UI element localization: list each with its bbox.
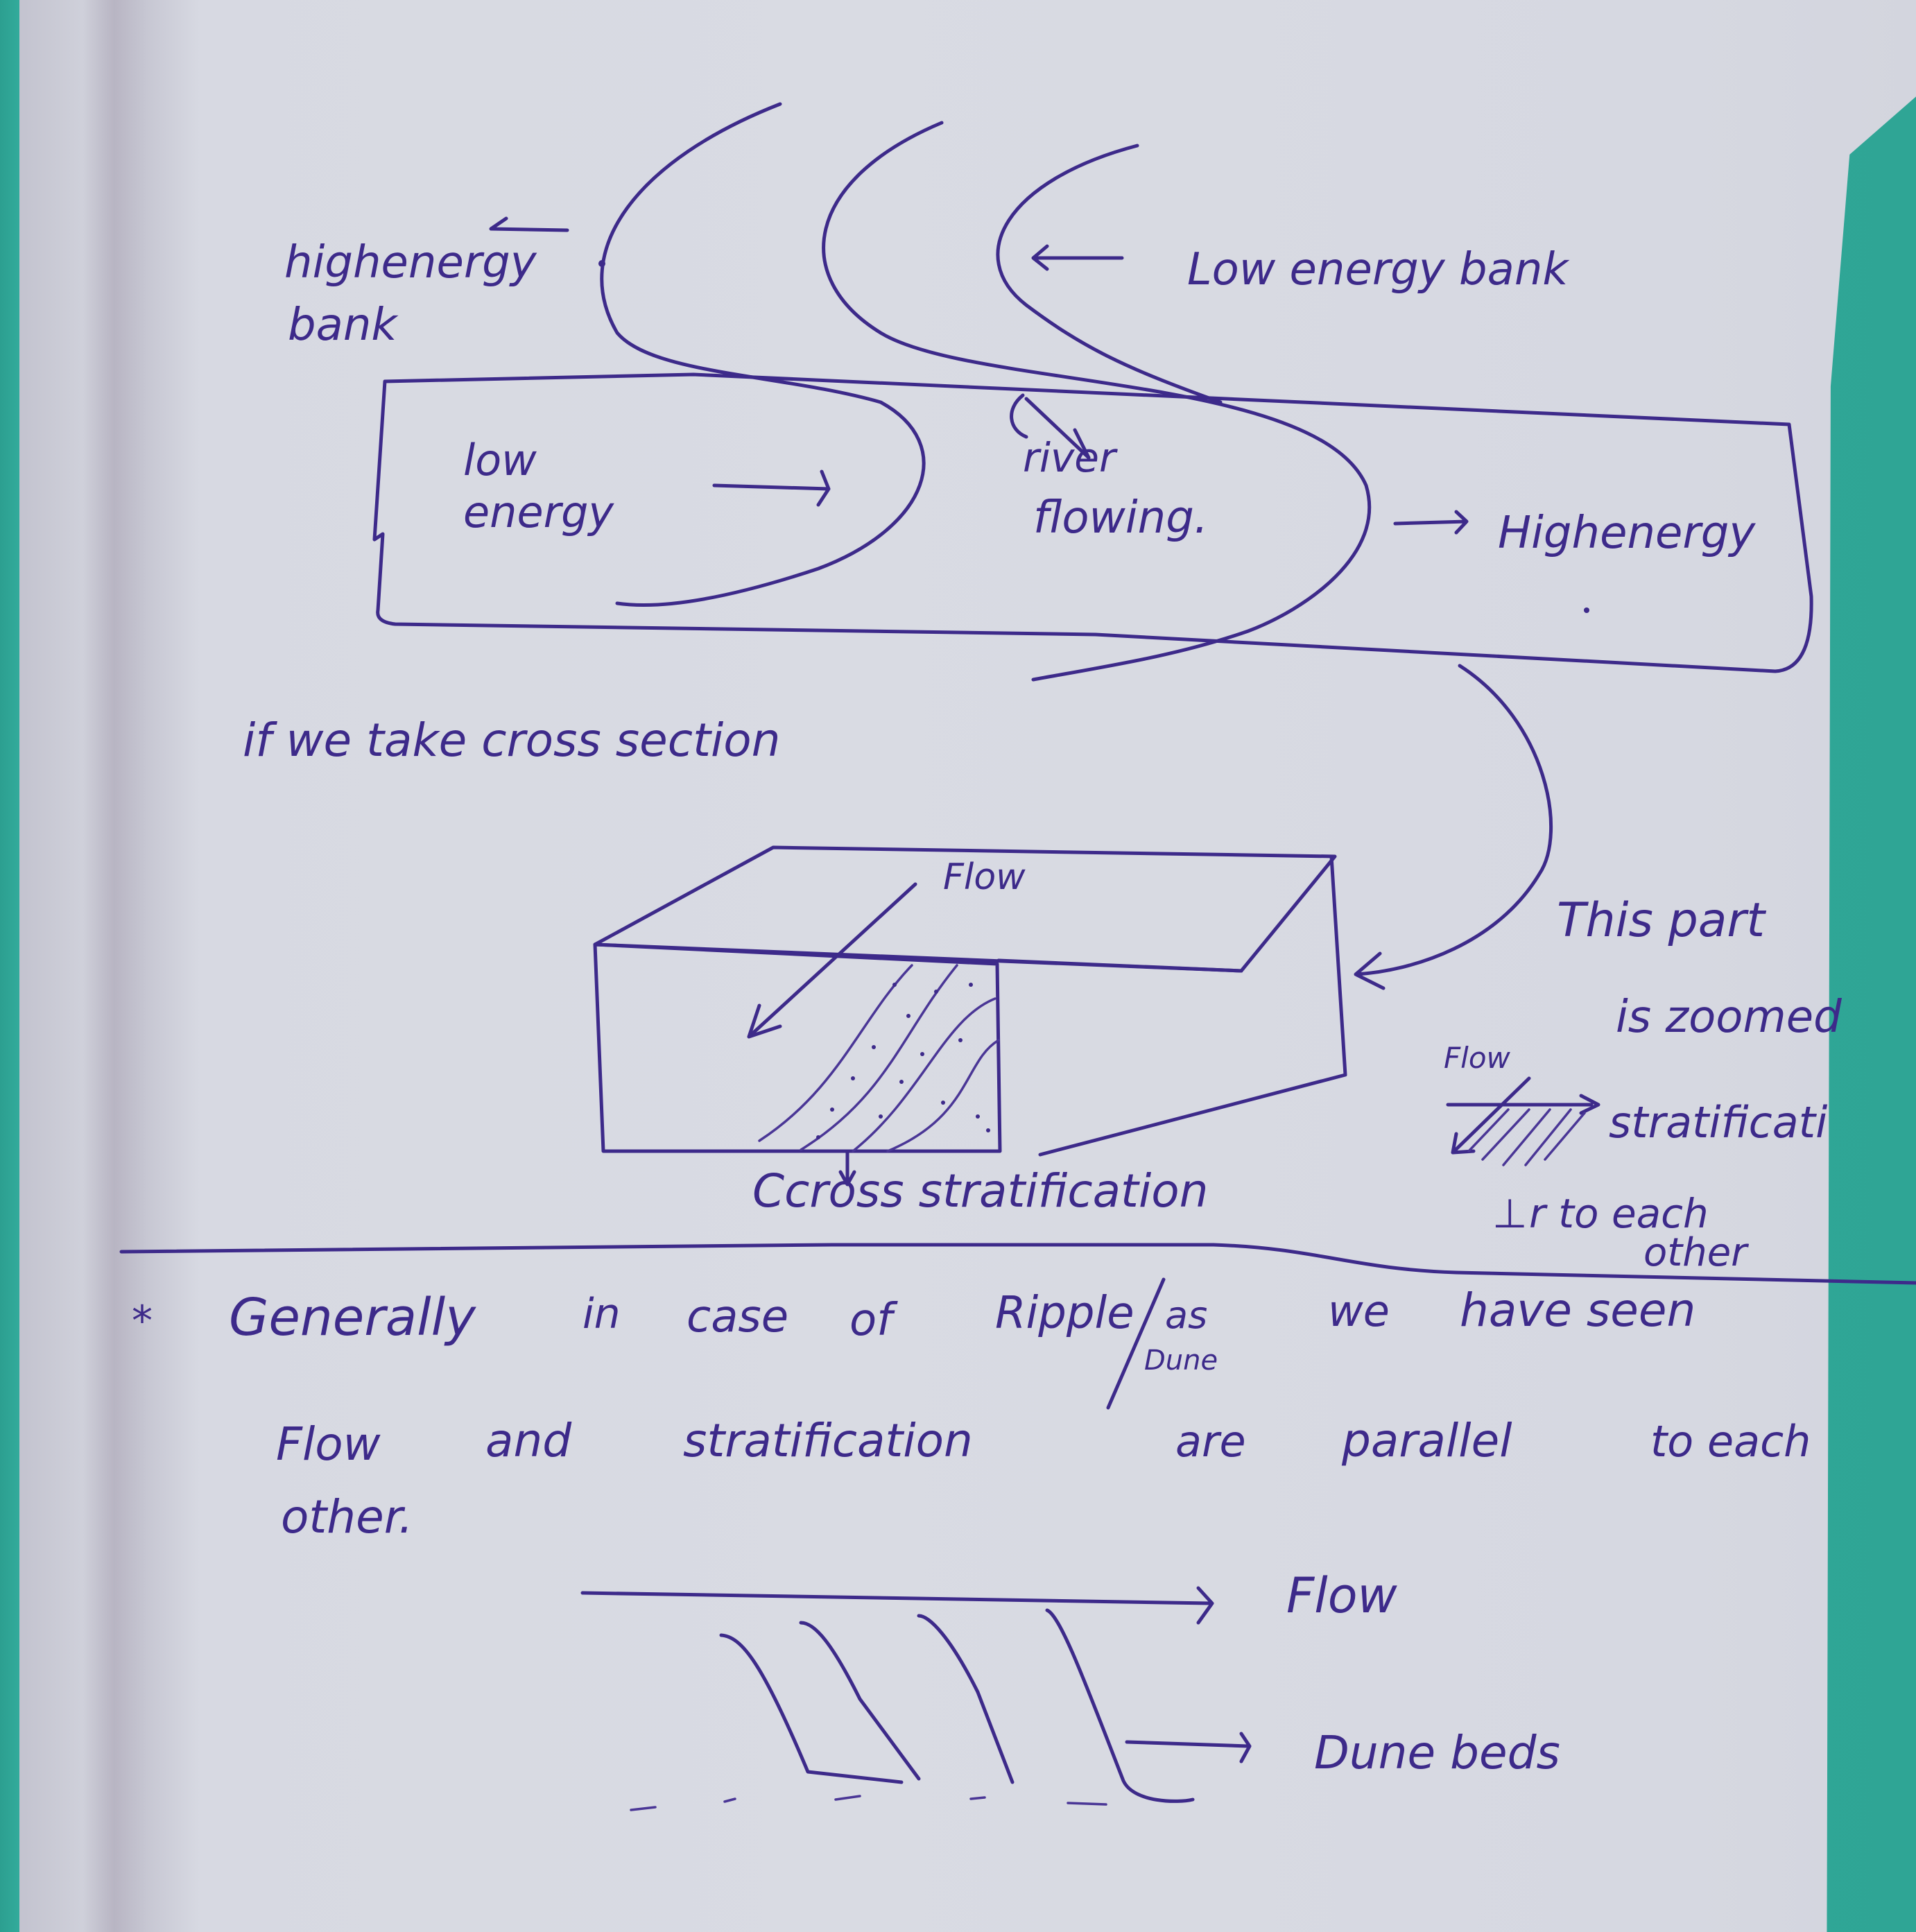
note-word: stratification bbox=[683, 1414, 973, 1467]
zoomed-flow-arrow bbox=[1451, 1076, 1531, 1155]
block-front-face bbox=[593, 942, 1002, 1153]
flow-arrow bbox=[747, 882, 917, 1039]
note-word: to each bbox=[1650, 1416, 1811, 1467]
block-flow-label: Flow bbox=[943, 856, 1026, 898]
section-divider bbox=[119, 1243, 1916, 1285]
note-word: of bbox=[849, 1295, 898, 1346]
label-low-energy-line2: energy bbox=[463, 487, 614, 537]
arrow-right-high-energy bbox=[1393, 510, 1469, 535]
label-low-energy-line1: low bbox=[463, 435, 537, 485]
dune-foreset-3 bbox=[917, 1614, 1015, 1784]
label-high-energy-bank-line2: bank bbox=[288, 300, 399, 351]
sediment-dots bbox=[816, 983, 990, 1139]
note-word: are bbox=[1175, 1416, 1246, 1467]
channel-line-2 bbox=[822, 121, 1372, 682]
note-word: Generally bbox=[229, 1288, 476, 1347]
block-diagram: Flow Ccross stratification bbox=[593, 845, 1347, 1218]
bottom-note: * Generally in case of Ripple as Dune we… bbox=[132, 1277, 1811, 1544]
page-crease-shadow bbox=[83, 0, 146, 1932]
notebook-page bbox=[19, 0, 1916, 1932]
note-word: other. bbox=[281, 1490, 413, 1544]
block-side-top bbox=[996, 958, 1243, 973]
label-river-line2: flowing. bbox=[1033, 492, 1208, 544]
note-word: parallel bbox=[1341, 1414, 1512, 1467]
label-high-energy-bank-line1: highenergy bbox=[284, 237, 537, 288]
arrow-river-flowing bbox=[1010, 393, 1091, 460]
perpendicular-text-line1: r to each bbox=[1529, 1190, 1709, 1237]
channel-line-1 bbox=[600, 102, 926, 607]
foreset-4 bbox=[886, 1039, 1000, 1153]
connector-arrow bbox=[1354, 664, 1553, 990]
note-word: we bbox=[1328, 1286, 1390, 1336]
label-high-energy-outer: Highenergy bbox=[1498, 508, 1756, 559]
foreset-1 bbox=[758, 964, 913, 1142]
channel-line-3 bbox=[996, 144, 1223, 404]
arrow-left-high-energy bbox=[489, 216, 569, 232]
dune-foreset-4 bbox=[1045, 1608, 1195, 1803]
dune-diagram: Flow Dune beds bbox=[580, 1567, 1560, 1811]
label-pointer-arrow bbox=[838, 1150, 856, 1187]
arrow-left-low-energy-bank bbox=[1031, 244, 1124, 271]
bullet-star: * bbox=[132, 1297, 153, 1345]
perpendicular-text-line2: other bbox=[1643, 1230, 1749, 1275]
dune-foreset-1 bbox=[719, 1633, 904, 1784]
dune-flow-label: Flow bbox=[1286, 1567, 1398, 1624]
slash-mark bbox=[1106, 1277, 1166, 1410]
zoomed-strata bbox=[1467, 1108, 1586, 1166]
note-word: as bbox=[1165, 1293, 1207, 1337]
note-word: and bbox=[485, 1414, 572, 1467]
note-word-sub: Dune bbox=[1144, 1345, 1218, 1377]
zoomed-flow-label: Flow bbox=[1444, 1041, 1511, 1075]
zoomed-title-line1: This part bbox=[1557, 893, 1766, 948]
perpendicular-symbol: ⊥ bbox=[1492, 1190, 1528, 1237]
note-word: case bbox=[687, 1291, 788, 1343]
meander-diagram: highenergy bank Low energy bank low ener… bbox=[284, 102, 1813, 682]
note-word: Flow bbox=[276, 1417, 381, 1471]
label-low-energy-bank: Low energy bank bbox=[1187, 244, 1570, 295]
cross-section-note: if we take cross section bbox=[243, 714, 781, 767]
note-word: Ripple bbox=[995, 1288, 1134, 1339]
foreset-3 bbox=[852, 997, 996, 1153]
zoomed-horizontal-arrow bbox=[1446, 1094, 1600, 1115]
dot-mark bbox=[1584, 607, 1589, 613]
dune-beds-arrow bbox=[1125, 1732, 1252, 1763]
dune-beds-label: Dune beds bbox=[1314, 1726, 1560, 1779]
dune-base-dashes bbox=[630, 1795, 1107, 1811]
zoomed-title-line2: is zoomed bbox=[1616, 992, 1842, 1043]
zoomed-note: This part is zoomed Flow stratificati ⊥ … bbox=[1444, 893, 1842, 1275]
dune-foreset-2 bbox=[799, 1621, 921, 1781]
floodplain-box bbox=[372, 372, 1813, 673]
note-word: have seen bbox=[1460, 1284, 1695, 1337]
dot-mark bbox=[598, 260, 605, 267]
cross-stratification-label: Ccross stratification bbox=[752, 1164, 1209, 1218]
arrow-right-low-energy bbox=[712, 469, 831, 507]
note-word: in bbox=[582, 1290, 621, 1338]
label-river-line1: river bbox=[1023, 434, 1118, 481]
block-right-edge bbox=[1038, 854, 1347, 1157]
dune-flow-arrow bbox=[580, 1586, 1214, 1625]
zoomed-stratification-label: stratificati bbox=[1609, 1097, 1827, 1148]
